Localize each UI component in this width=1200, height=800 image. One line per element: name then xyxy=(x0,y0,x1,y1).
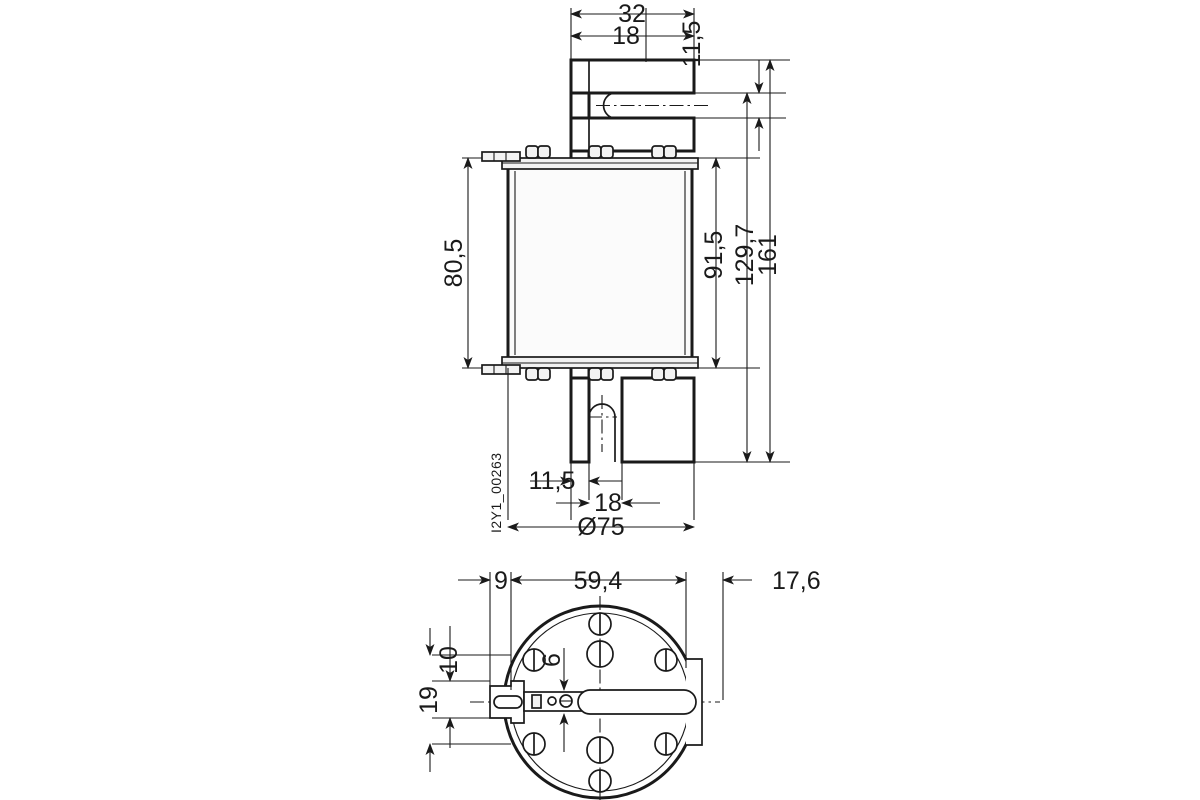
left-mounting-lug xyxy=(489,680,525,724)
dim-80-5-label: 80,5 xyxy=(440,239,468,288)
top-bolt-1 xyxy=(525,145,551,159)
top-bolt-3 xyxy=(651,145,677,159)
dim-129-7: 129,7 xyxy=(731,92,759,463)
bottom-bolt-group xyxy=(525,367,677,381)
dim-diameter-75-label: Ø75 xyxy=(577,513,624,541)
dim-18-top: 18 xyxy=(570,22,695,50)
dim-11-5-top: 11,5 xyxy=(678,21,764,151)
bottom-flange xyxy=(481,356,699,375)
drawing-reference-code: I2Y1_00263 xyxy=(488,452,504,533)
lower-blade xyxy=(569,376,696,464)
dim-59-4: 59,4 xyxy=(510,567,687,595)
screw-head-bottom xyxy=(588,769,612,793)
dim-91-5: 91,5 xyxy=(700,157,728,369)
dim-91-5-label: 91,5 xyxy=(700,231,728,280)
dim-80-5: 80,5 xyxy=(440,157,473,369)
top-flange-left-tab xyxy=(481,151,521,162)
terminal-screw-b xyxy=(547,696,557,706)
terminal-screw-a xyxy=(531,694,542,709)
top-bolt-2 xyxy=(588,145,614,159)
center-oblong-slot xyxy=(577,689,697,715)
bottom-plan-view: 9 59,4 17,6 10 19 xyxy=(415,567,821,800)
dim-19: 19 xyxy=(415,628,443,772)
main-body xyxy=(481,145,699,381)
dim-6-label: 6 xyxy=(538,653,566,667)
screw-head-top xyxy=(588,612,612,636)
dim-18-bottom: 18 xyxy=(556,489,660,517)
left-lug-slot xyxy=(493,695,523,709)
bottom-bolt-1 xyxy=(525,367,551,381)
plan-extension-lines xyxy=(432,572,724,745)
screw-head-bottom-inner xyxy=(586,736,614,764)
dim-11-5-top-label: 11,5 xyxy=(678,21,706,68)
screw-head-top-inner xyxy=(586,640,614,668)
dim-129-7-label: 129,7 xyxy=(731,224,759,287)
dim-diameter-75: Ø75 xyxy=(507,513,695,541)
screw-head-group xyxy=(522,612,678,793)
dim-17-6-label: 17,6 xyxy=(772,567,821,595)
body-outline xyxy=(506,166,694,360)
dim-10-label: 10 xyxy=(435,646,463,674)
screw-head-upper-left xyxy=(522,648,546,672)
screw-head-lower-left xyxy=(522,732,546,756)
bottom-bolt-2 xyxy=(588,367,614,381)
dim-59-4-label: 59,4 xyxy=(574,567,623,595)
dim-9: 9 xyxy=(458,567,540,595)
dim-19-label: 19 xyxy=(415,686,443,714)
dim-32-label: 32 xyxy=(618,0,646,28)
dim-18-top-label: 18 xyxy=(612,22,640,50)
dim-6: 6 xyxy=(538,648,569,752)
dim-11-5-bottom-label: 11,5 xyxy=(529,467,576,495)
screw-head-lower-right xyxy=(654,732,678,756)
dim-32: 32 xyxy=(570,0,695,28)
bottom-flange-left-tab xyxy=(481,364,521,375)
dim-161-label: 161 xyxy=(754,234,782,276)
dim-10: 10 xyxy=(435,626,463,748)
screw-head-upper-right xyxy=(654,648,678,672)
dim-161: 161 xyxy=(754,59,782,463)
dim-9-label: 9 xyxy=(494,567,508,595)
lower-blade-left-plate xyxy=(569,376,591,464)
bottom-bolt-3 xyxy=(651,367,677,381)
front-elevation-view: 32 18 11,5 80,5 91,5 xyxy=(440,0,790,541)
dim-11-5-bottom: 11,5 xyxy=(529,467,622,495)
top-bolt-group xyxy=(525,145,677,159)
lower-blade-right-plate xyxy=(620,376,696,464)
dim-17-6: 17,6 xyxy=(722,567,821,595)
dim-18-bottom-label: 18 xyxy=(594,489,622,517)
